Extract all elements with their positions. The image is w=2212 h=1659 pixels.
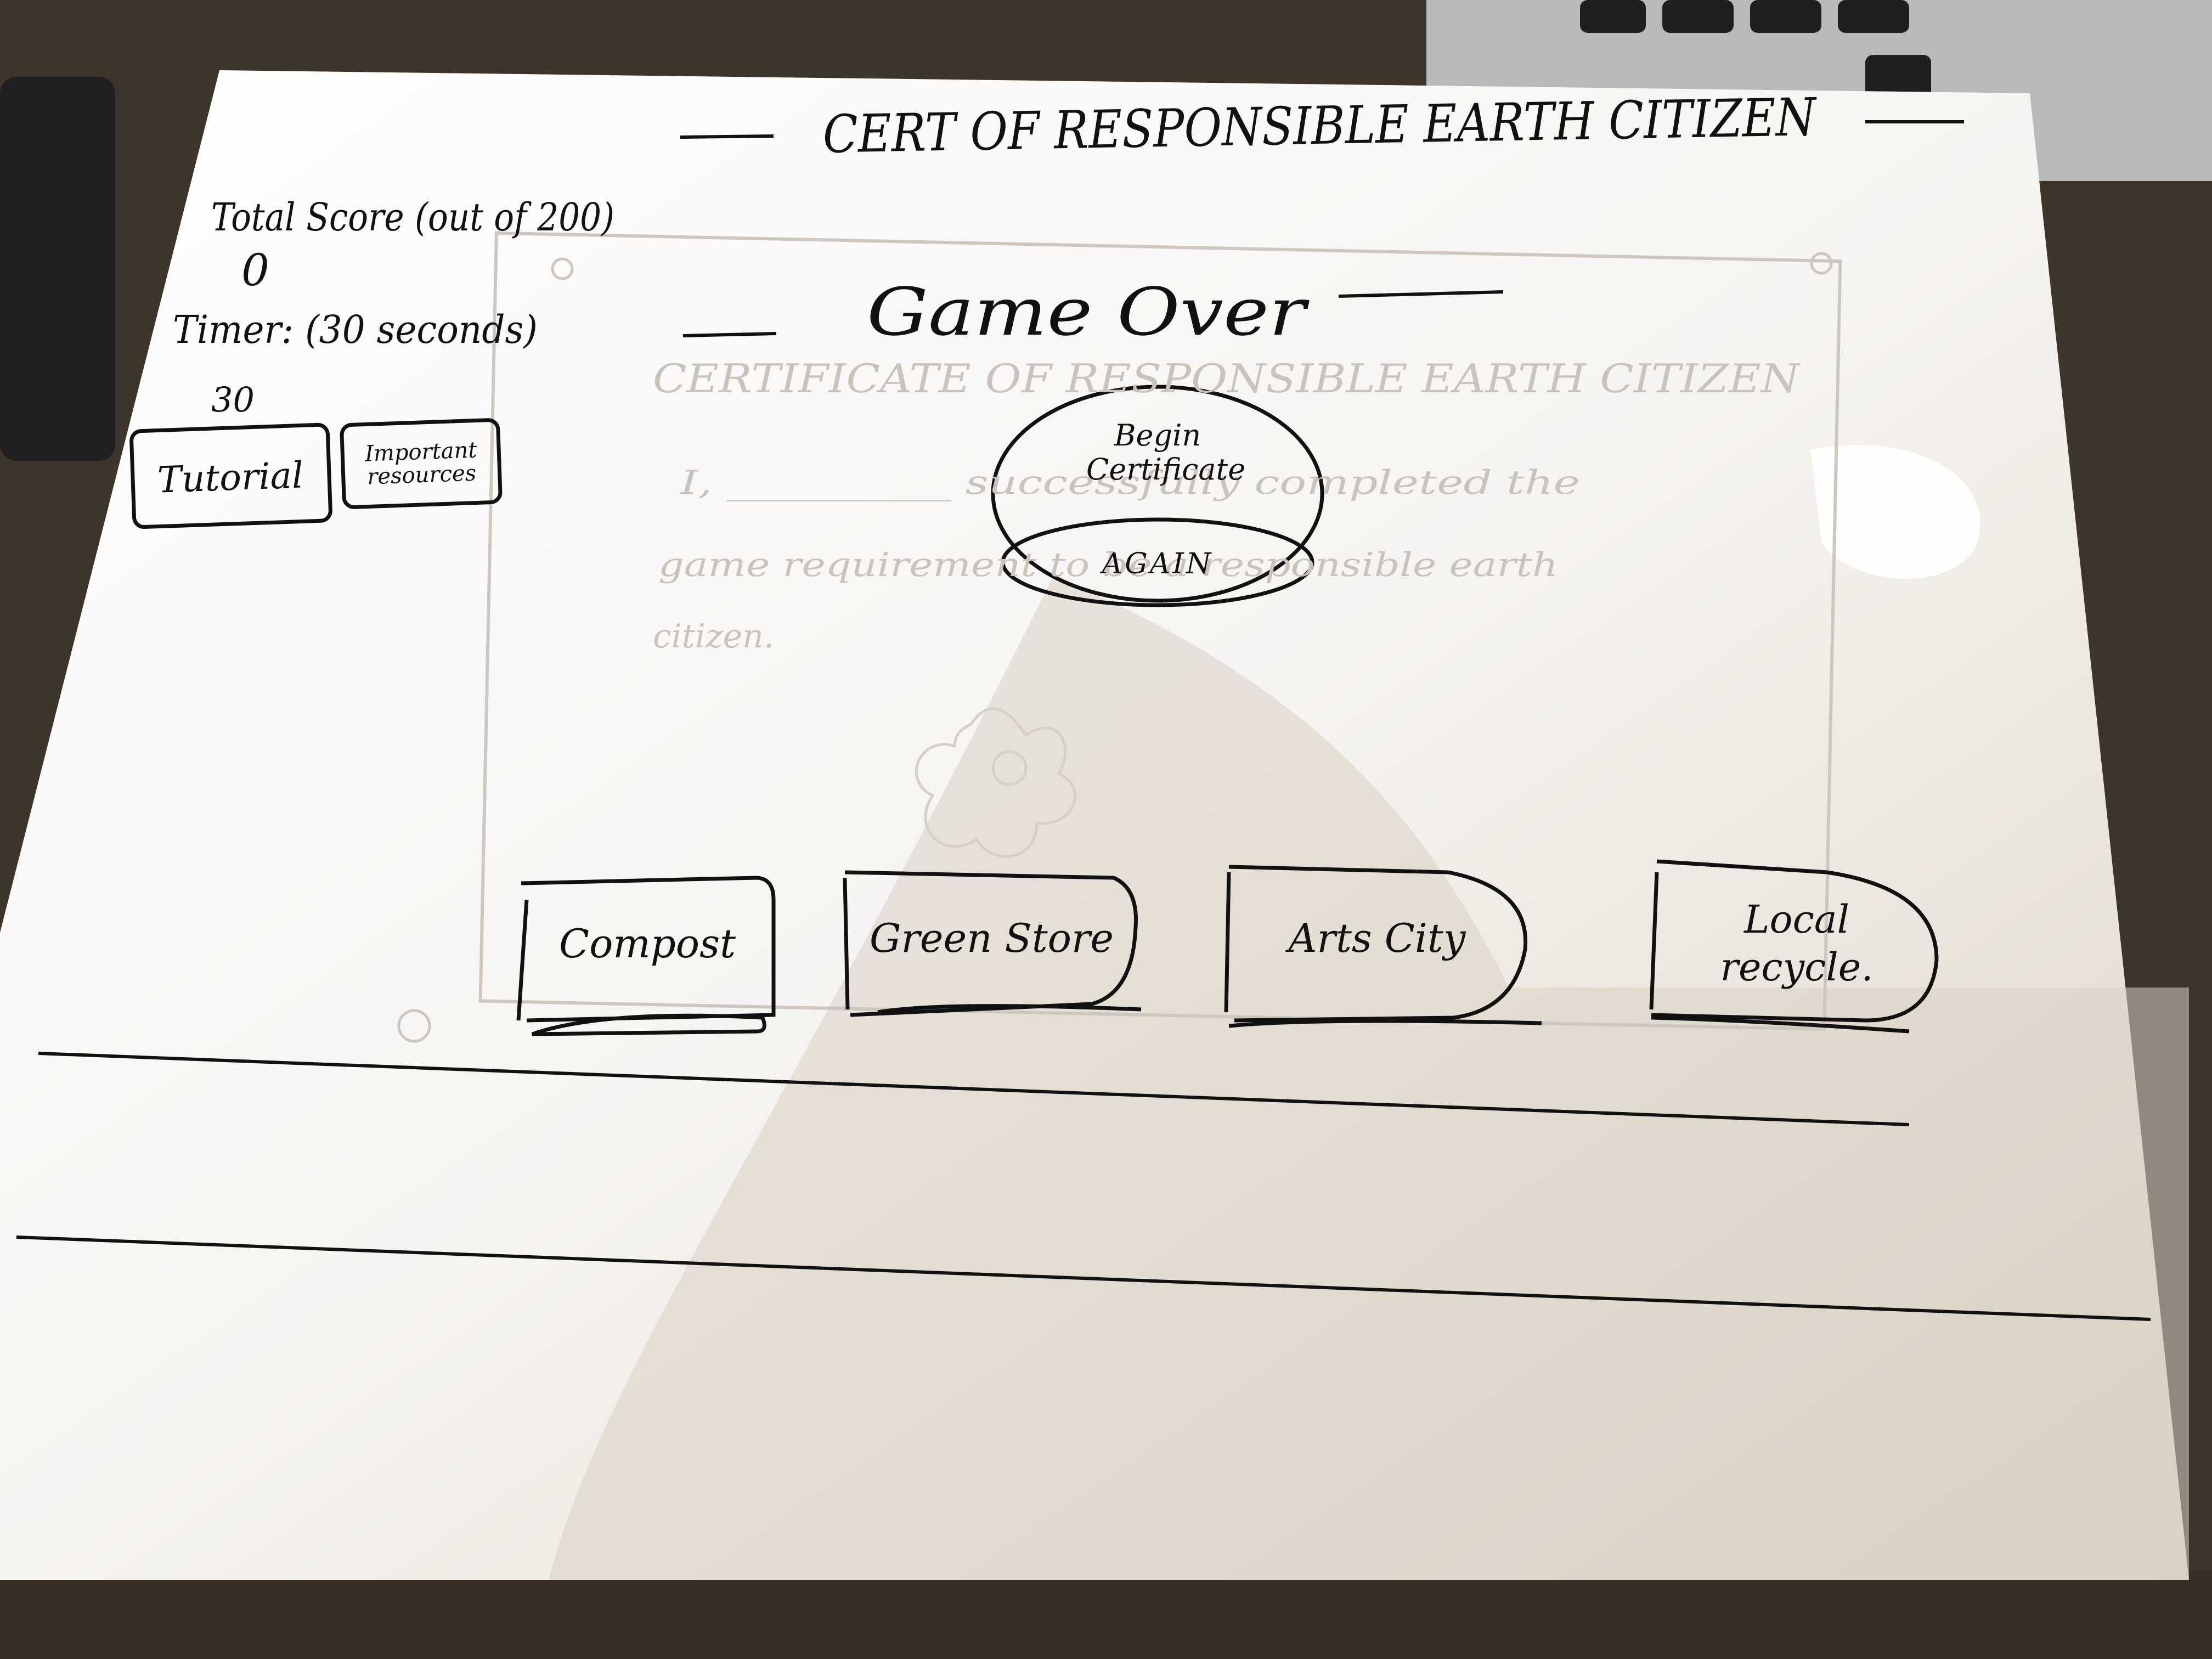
ground-line-bottom (16, 1235, 2151, 1321)
tutorial-button-label: Tutorial (156, 453, 304, 501)
important-resources-button[interactable]: Important resources (343, 422, 500, 505)
bin-green-store-label: Green Store (869, 915, 1114, 961)
bin-compost[interactable]: Compost (527, 889, 768, 998)
bin-arts-city-label: Arts City (1288, 915, 1466, 961)
tutorial-button-outline (129, 422, 332, 529)
certificate-body-line1: I, __________ successfully completed the (680, 464, 1580, 502)
score-label: Total Score (out of 200) (211, 195, 614, 240)
begin-certificate-label: Begin Certificate (1086, 417, 1246, 487)
tutorial-button[interactable]: Tutorial (133, 430, 328, 524)
begin-certificate-button[interactable]: Begin Certificate (1031, 406, 1284, 499)
game-over-title: Game Over (867, 274, 1310, 351)
certificate-frame (478, 231, 1842, 1031)
bin-arts-city-outline (1224, 865, 1542, 1028)
again-label: AGAIN (1102, 547, 1214, 580)
bin-local-recycle-label: Local recycle. (1720, 896, 1874, 990)
bin-green-store-outline (843, 870, 1142, 1017)
timer-value: 30 (211, 380, 255, 420)
bin-green-store[interactable]: Green Store (853, 883, 1130, 993)
flower-sketch (915, 707, 1077, 858)
certificate-title: CERTIFICATE OF RESPONSIBLE EARTH CITIZEN (653, 356, 1801, 402)
certificate-body-line3: citizen. (653, 617, 774, 656)
again-circle (1001, 517, 1314, 607)
again-button[interactable]: AGAIN (1026, 540, 1289, 587)
bin-local-recycle-outline (1649, 859, 1939, 1034)
bin-arts-city[interactable]: Arts City (1234, 878, 1520, 998)
timer-label: Timer: (30 seconds) (173, 307, 538, 352)
begin-certificate-circle (991, 385, 1324, 603)
certificate-body-line2: game requirement to be a responsible ear… (658, 546, 1558, 584)
bin-compost-outline (516, 876, 776, 1036)
resources-button-outline (340, 418, 503, 509)
important-resources-button-label: Important resources (364, 437, 478, 490)
bin-local-recycle[interactable]: Local recycle. (1662, 878, 1931, 1009)
ground-line-top (38, 1052, 1910, 1126)
score-value: 0 (241, 245, 269, 296)
bin-compost-label: Compost (558, 921, 736, 967)
